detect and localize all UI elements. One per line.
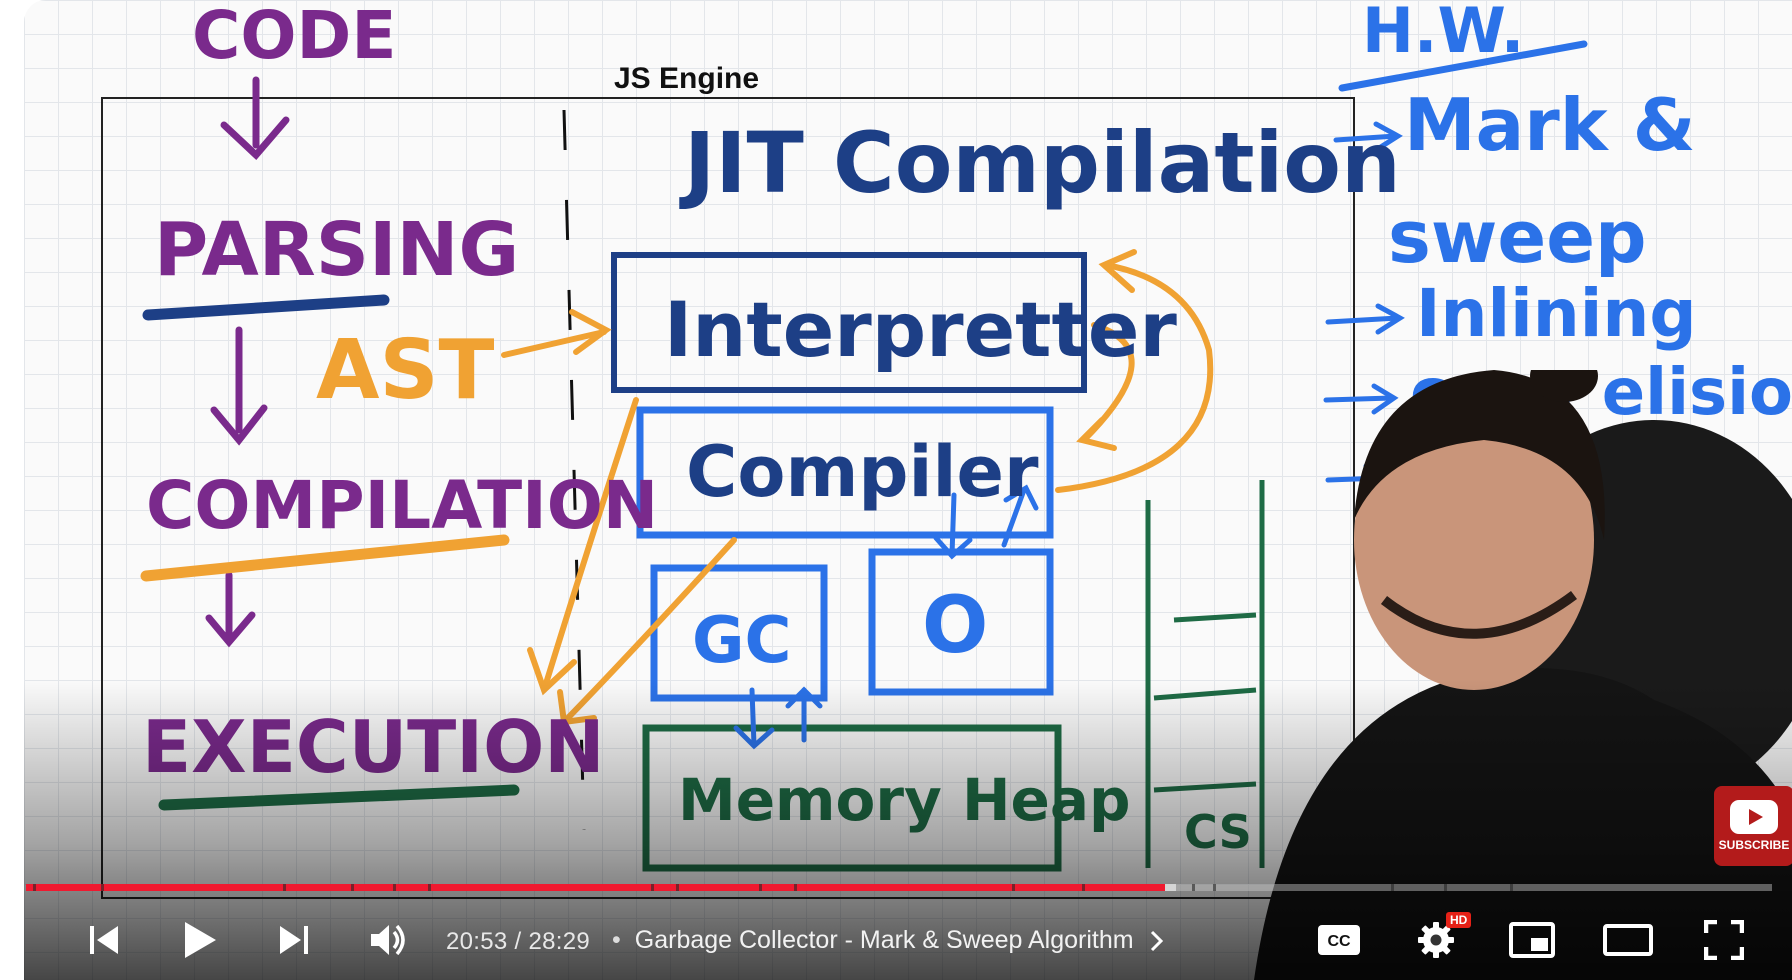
chapter-marker — [1510, 884, 1514, 891]
chapter-marker — [675, 884, 679, 891]
chapter-marker — [101, 884, 105, 891]
compilation-label: COMPILATION — [146, 467, 658, 544]
play-icon — [185, 922, 216, 958]
homework-item: sweep — [1388, 195, 1647, 279]
theater-mode-button[interactable] — [1600, 900, 1656, 980]
skip-next-icon — [280, 926, 308, 954]
chapter-marker — [32, 884, 36, 891]
chapter-title: Garbage Collector - Mark & Sweep Algorit… — [634, 926, 1134, 954]
code-label: CODE — [192, 0, 396, 74]
chapter-separator: • — [612, 926, 621, 954]
progress-played — [26, 884, 1165, 891]
video-player[interactable]: CODE PARSING AST COMPILATION EXECUTION J… — [24, 0, 1792, 980]
chapter-marker — [1443, 884, 1447, 891]
compiler-box — [636, 406, 1054, 539]
chapter-marker — [427, 884, 431, 891]
homework-title: H.W. — [1362, 0, 1524, 67]
captions-button[interactable]: CC — [1312, 900, 1366, 980]
chapter-marker — [350, 884, 354, 891]
chapter-marker — [1012, 884, 1016, 891]
execution-label: EXECUTION — [142, 705, 605, 789]
subscribe-label: SUBSCRIBE — [1718, 838, 1790, 852]
homework-item: Inlining — [1416, 275, 1697, 352]
ast-label: AST — [316, 323, 495, 418]
memory-heap-label: Memory Heap — [678, 766, 1130, 834]
fullscreen-icon — [1704, 920, 1744, 960]
youtube-logo-icon — [1730, 800, 1778, 834]
homework-item: Mark & — [1404, 83, 1695, 167]
chapter-marker — [1391, 884, 1395, 891]
fullscreen-button[interactable] — [1696, 900, 1752, 980]
parsing-label: PARSING — [154, 207, 519, 293]
divider-line — [562, 109, 586, 831]
chapter-marker — [651, 884, 655, 891]
o-label: O — [922, 581, 988, 671]
skip-previous-icon — [90, 926, 118, 954]
interpreter-label: Interpretter — [664, 285, 1177, 374]
chapter-marker — [794, 884, 798, 891]
skip-next-button[interactable] — [268, 900, 320, 980]
settings-button[interactable] — [1408, 900, 1464, 980]
chapter-marker — [1213, 884, 1217, 891]
volume-icon — [371, 924, 405, 956]
interpreter-box — [611, 252, 1087, 393]
current-time: 20:53 — [446, 928, 508, 955]
volume-button[interactable] — [362, 900, 414, 980]
player-controls: 20:53 / 28:29 • Garbage Collector - Mark… — [0, 900, 1792, 980]
chapter-marker — [759, 884, 763, 891]
chapter-title-button[interactable]: • Garbage Collector - Mark & Sweep Algor… — [612, 926, 1168, 955]
closed-captions-icon: CC — [1318, 925, 1360, 955]
skip-previous-button[interactable] — [78, 900, 130, 980]
miniplayer-icon — [1509, 922, 1555, 958]
jit-title: JIT Compilation — [679, 114, 1401, 212]
chapter-marker — [1192, 884, 1196, 891]
compiler-label: Compiler — [686, 431, 1039, 513]
total-time: 28:29 — [528, 928, 591, 955]
svg-text:CC: CC — [1327, 933, 1351, 950]
progress-bar[interactable] — [26, 884, 1772, 891]
chapter-marker — [282, 884, 286, 891]
play-button[interactable] — [172, 900, 228, 980]
chapter-marker — [1082, 884, 1086, 891]
time-separator: / — [507, 928, 529, 955]
miniplayer-button[interactable] — [1504, 900, 1560, 980]
chevron-right-icon — [1150, 930, 1163, 951]
time-display: 20:53 / 28:29 — [446, 928, 590, 956]
hd-badge: HD — [1446, 912, 1472, 928]
theater-mode-icon — [1603, 924, 1653, 956]
gc-label: GC — [692, 604, 792, 678]
js-engine-title: JS Engine — [614, 62, 760, 95]
settings-gear-icon — [1418, 922, 1454, 958]
subscribe-watermark[interactable]: SUBSCRIBE — [1714, 786, 1792, 866]
chapter-marker — [392, 884, 396, 891]
